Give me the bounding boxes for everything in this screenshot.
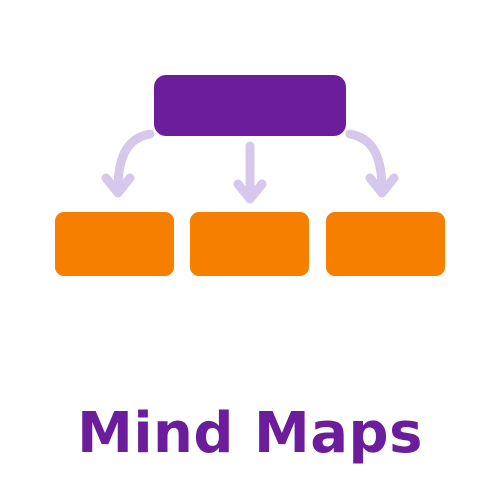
- connector-right-arrowhead: [365, 173, 399, 198]
- child-node-2: [190, 212, 309, 276]
- connector-left-arrowhead: [101, 173, 135, 198]
- page-title: Mind Maps: [77, 401, 423, 466]
- child-node-3: [326, 212, 445, 276]
- child-node-1: [55, 212, 174, 276]
- connector-left: [113, 129, 155, 195]
- root-node: [154, 75, 346, 136]
- connector-right: [345, 129, 387, 195]
- connector-center-arrowhead: [233, 179, 267, 204]
